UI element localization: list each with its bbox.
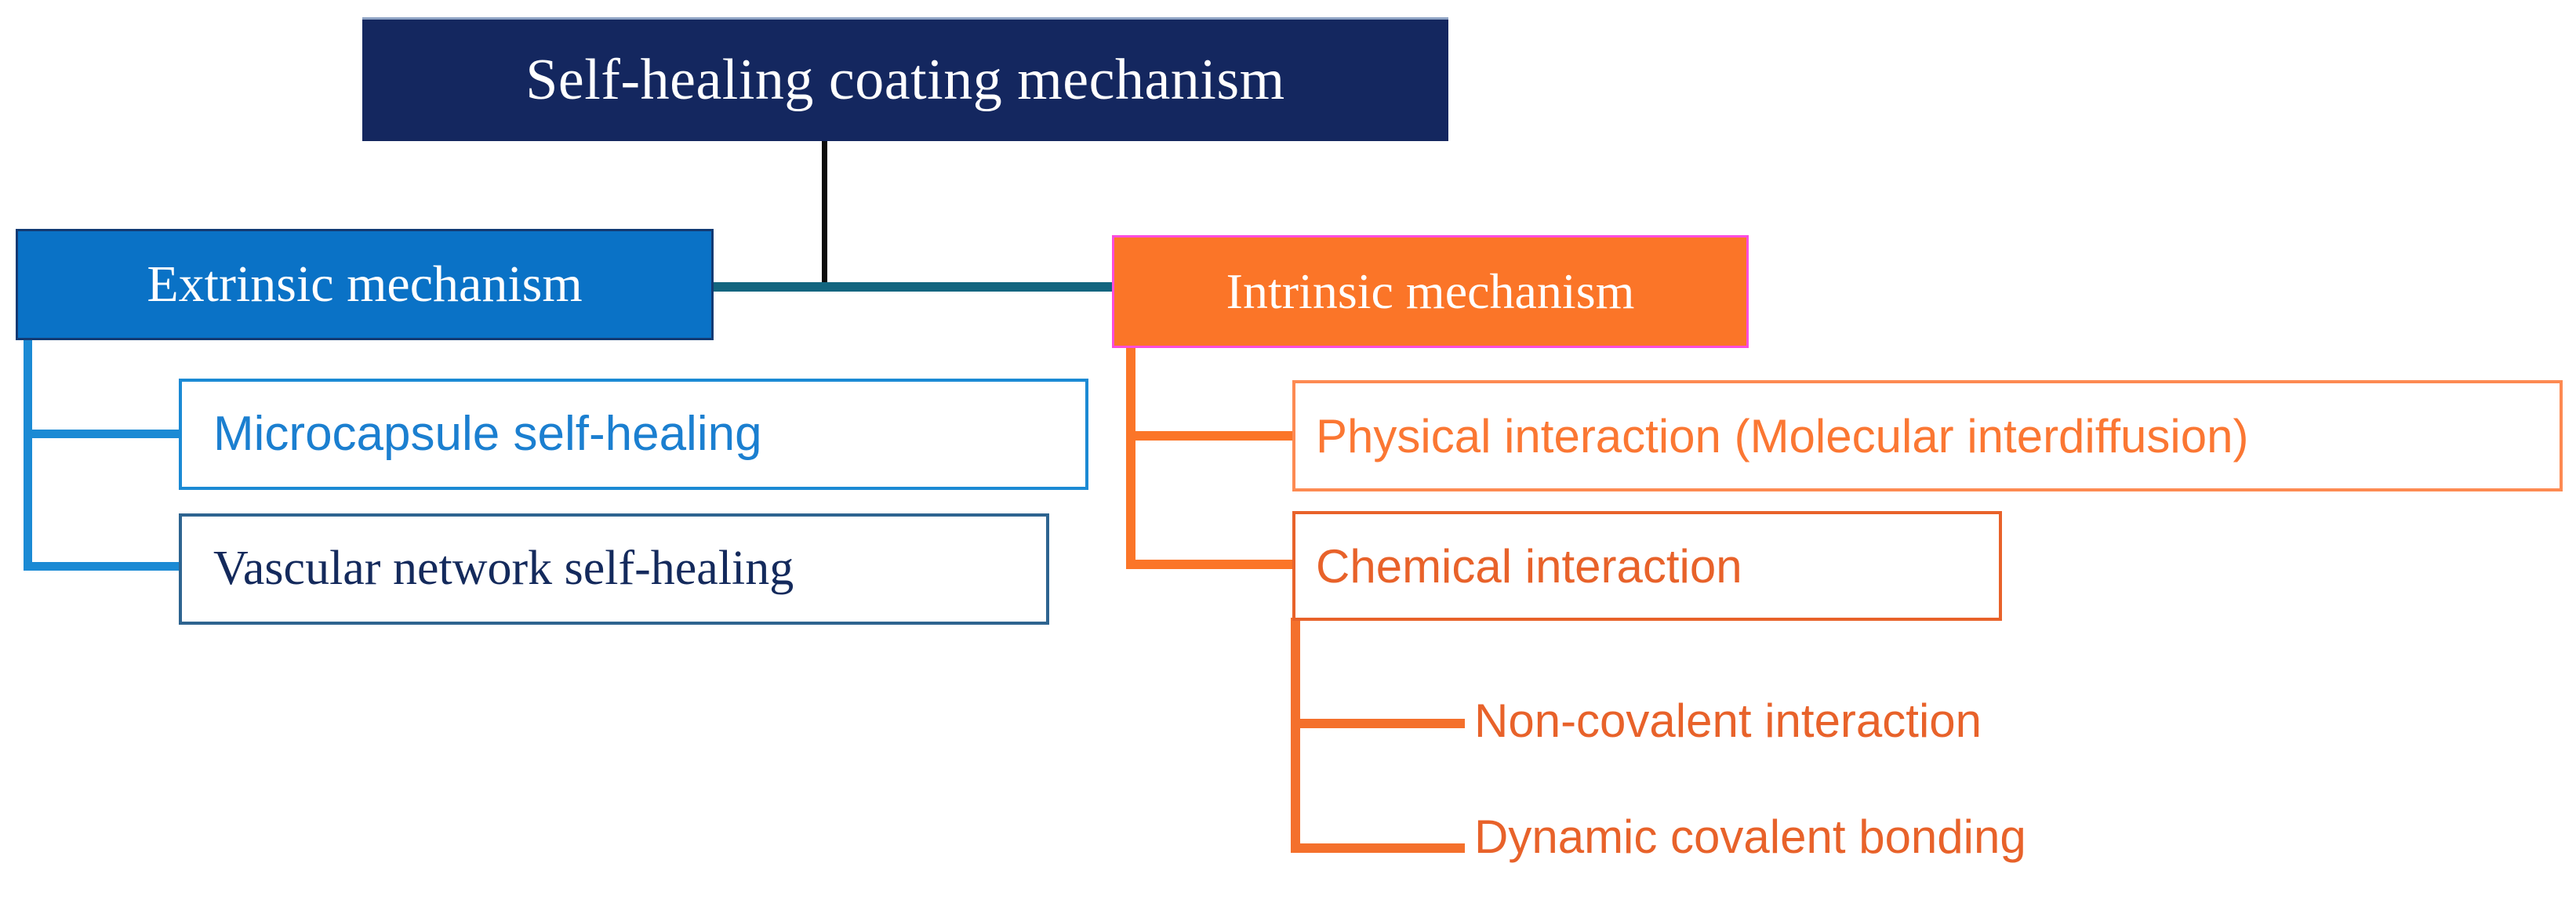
- connector-root-to-bridge: [822, 140, 827, 288]
- connector-intrinsic-to-chemical: [1126, 560, 1295, 569]
- node-microcapsule-self-healing[interactable]: Microcapsule self-healing: [179, 379, 1088, 490]
- node-dynamic-covalent-bonding[interactable]: Dynamic covalent bonding: [1474, 811, 2026, 863]
- node-root-self-healing-coating-mechanism[interactable]: Self-healing coating mechanism: [362, 17, 1448, 141]
- node-extrinsic-mechanism[interactable]: Extrinsic mechanism: [16, 229, 714, 340]
- connector-chemical-spine: [1291, 618, 1300, 853]
- connector-extrinsic-intrinsic-bridge: [710, 282, 1115, 292]
- connector-chemical-to-non-covalent: [1291, 719, 1465, 728]
- node-chemical-interaction[interactable]: Chemical interaction: [1292, 511, 2002, 621]
- connector-extrinsic-to-vascular: [24, 562, 182, 571]
- connector-extrinsic-spine: [24, 337, 32, 571]
- connector-intrinsic-spine: [1126, 345, 1135, 569]
- connector-extrinsic-to-microcapsule: [24, 430, 182, 438]
- node-intrinsic-mechanism[interactable]: Intrinsic mechanism: [1112, 235, 1749, 348]
- connector-chemical-to-dynamic-covalent: [1291, 843, 1465, 853]
- connector-intrinsic-to-physical: [1126, 431, 1295, 441]
- node-vascular-network-self-healing[interactable]: Vascular network self-healing: [179, 513, 1049, 625]
- node-physical-interaction[interactable]: Physical interaction (Molecular interdif…: [1292, 380, 2563, 491]
- node-non-covalent-interaction[interactable]: Non-covalent interaction: [1474, 694, 1982, 747]
